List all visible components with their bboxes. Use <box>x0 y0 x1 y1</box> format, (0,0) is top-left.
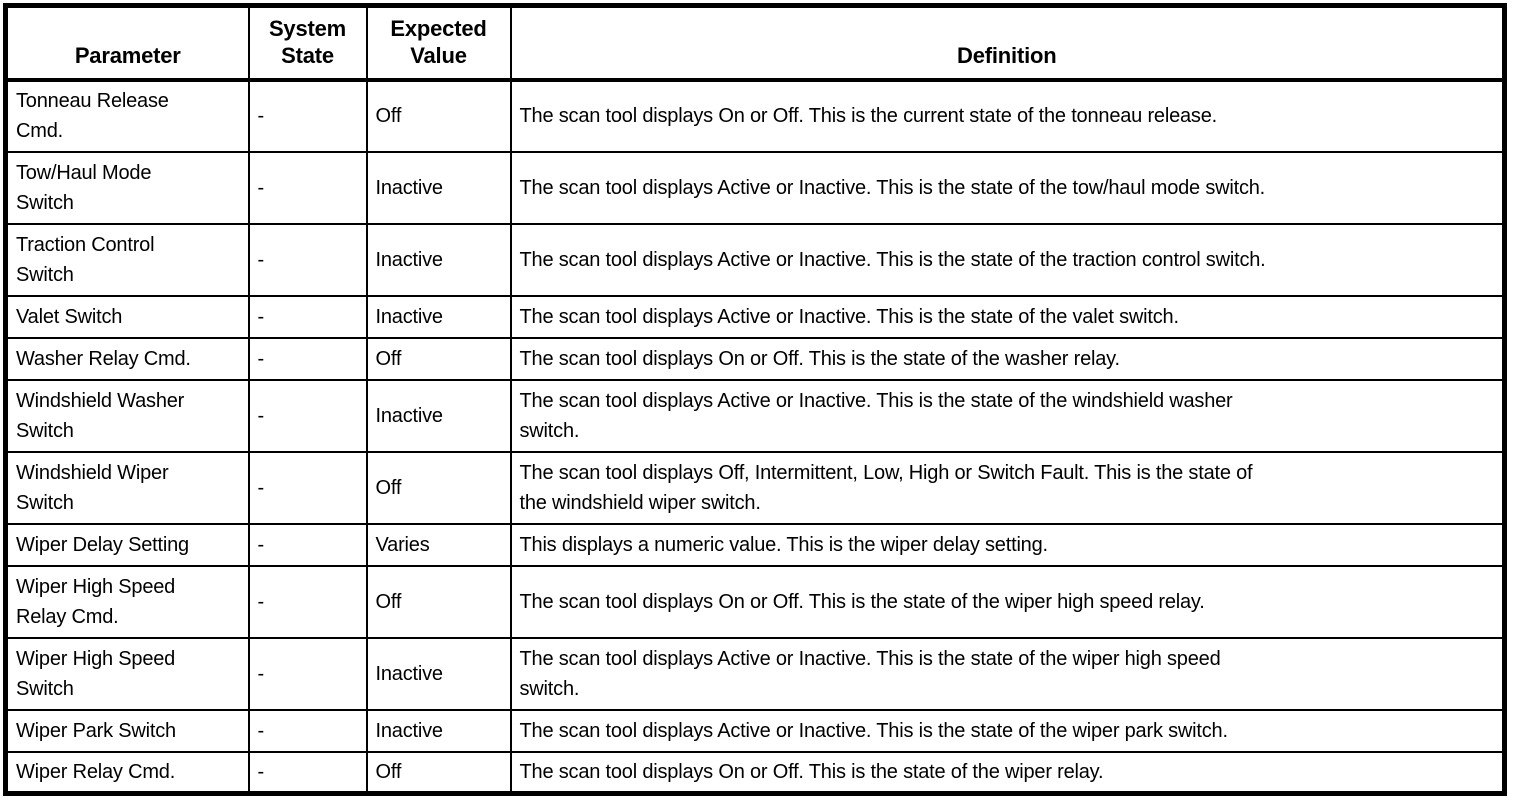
definition-cell: The scan tool displays On or Off. This i… <box>509 564 1506 639</box>
expected-value-cell: Inactive <box>365 150 512 225</box>
expected-value-cell: Inactive <box>365 708 512 753</box>
scan-tool-parameter-table: Parameter System State Expected Value De… <box>3 3 1507 796</box>
header-row: Parameter System State Expected Value De… <box>4 4 1506 82</box>
system-state-cell: - <box>247 708 368 753</box>
parameter-cell: Wiper High Speed Switch <box>4 636 250 711</box>
definition-cell: The scan tool displays Active or Inactiv… <box>509 294 1506 339</box>
table-row: Tonneau Release Cmd. - Off The scan tool… <box>4 78 1506 153</box>
column-header-parameter: Parameter <box>4 4 250 82</box>
definition-cell: The scan tool displays On or Off. This i… <box>509 750 1506 795</box>
table-row: Windshield Washer Switch - Inactive The … <box>4 378 1506 453</box>
column-header-expected-value: Expected Value <box>365 4 512 82</box>
expected-value-cell: Off <box>365 564 512 639</box>
column-header-definition: Definition <box>509 4 1506 82</box>
definition-cell: The scan tool displays Active or Inactiv… <box>509 708 1506 753</box>
definition-cell: The scan tool displays On or Off. This i… <box>509 78 1506 153</box>
parameter-cell: Windshield Washer Switch <box>4 378 250 453</box>
parameter-cell: Windshield Wiper Switch <box>4 450 250 525</box>
expected-value-cell: Off <box>365 78 512 153</box>
table-row: Washer Relay Cmd. - Off The scan tool di… <box>4 336 1506 381</box>
definition-cell: This displays a numeric value. This is t… <box>509 522 1506 567</box>
definition-cell: The scan tool displays Active or Inactiv… <box>509 222 1506 297</box>
system-state-cell: - <box>247 78 368 153</box>
table-row: Wiper Park Switch - Inactive The scan to… <box>4 708 1506 753</box>
system-state-cell: - <box>247 150 368 225</box>
expected-value-cell: Inactive <box>365 378 512 453</box>
definition-cell: The scan tool displays Active or Inactiv… <box>509 378 1506 453</box>
parameter-cell: Wiper Park Switch <box>4 708 250 753</box>
definition-cell: The scan tool displays Off, Intermittent… <box>509 450 1506 525</box>
definition-cell: The scan tool displays Active or Inactiv… <box>509 150 1506 225</box>
parameter-cell: Valet Switch <box>4 294 250 339</box>
system-state-cell: - <box>247 750 368 795</box>
system-state-cell: - <box>247 336 368 381</box>
system-state-cell: - <box>247 222 368 297</box>
system-state-cell: - <box>247 378 368 453</box>
parameter-cell: Tonneau Release Cmd. <box>4 78 250 153</box>
table-row: Wiper Relay Cmd. - Off The scan tool dis… <box>4 750 1506 795</box>
system-state-cell: - <box>247 450 368 525</box>
definition-cell: The scan tool displays On or Off. This i… <box>509 336 1506 381</box>
table-row: Wiper High Speed Relay Cmd. - Off The sc… <box>4 564 1506 639</box>
definition-cell: The scan tool displays Active or Inactiv… <box>509 636 1506 711</box>
expected-value-cell: Off <box>365 750 512 795</box>
table-row: Traction Control Switch - Inactive The s… <box>4 222 1506 297</box>
parameter-cell: Washer Relay Cmd. <box>4 336 250 381</box>
parameter-cell: Traction Control Switch <box>4 222 250 297</box>
system-state-cell: - <box>247 522 368 567</box>
expected-value-cell: Inactive <box>365 222 512 297</box>
expected-value-cell: Off <box>365 450 512 525</box>
system-state-cell: - <box>247 564 368 639</box>
table-row: Tow/Haul Mode Switch - Inactive The scan… <box>4 150 1506 225</box>
table-row: Wiper Delay Setting - Varies This displa… <box>4 522 1506 567</box>
system-state-cell: - <box>247 636 368 711</box>
parameter-cell: Wiper High Speed Relay Cmd. <box>4 564 250 639</box>
table-row: Wiper High Speed Switch - Inactive The s… <box>4 636 1506 711</box>
table-row: Valet Switch - Inactive The scan tool di… <box>4 294 1506 339</box>
table-row: Windshield Wiper Switch - Off The scan t… <box>4 450 1506 525</box>
parameter-cell: Wiper Delay Setting <box>4 522 250 567</box>
parameter-cell: Wiper Relay Cmd. <box>4 750 250 795</box>
expected-value-cell: Varies <box>365 522 512 567</box>
system-state-cell: - <box>247 294 368 339</box>
expected-value-cell: Inactive <box>365 294 512 339</box>
expected-value-cell: Inactive <box>365 636 512 711</box>
expected-value-cell: Off <box>365 336 512 381</box>
column-header-system-state: System State <box>247 4 368 82</box>
parameter-cell: Tow/Haul Mode Switch <box>4 150 250 225</box>
